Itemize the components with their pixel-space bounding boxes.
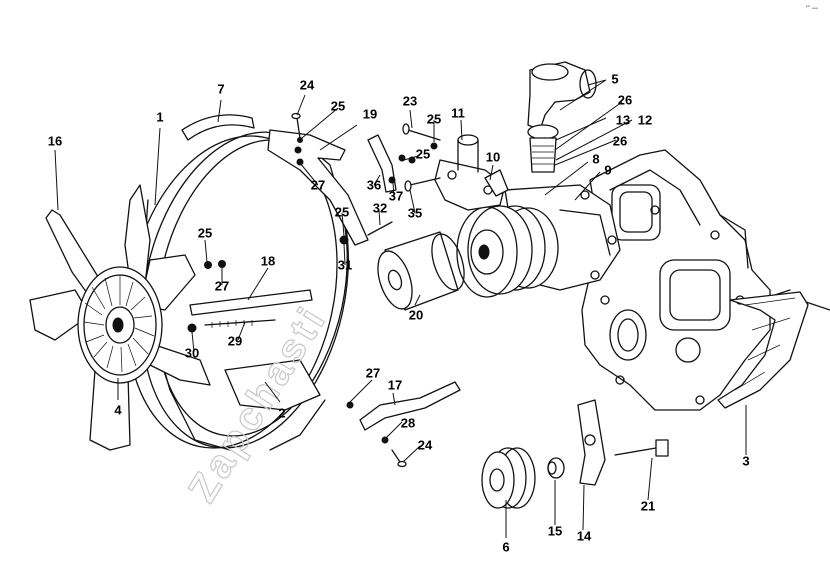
- callout-31: 31: [338, 257, 352, 272]
- callout-19: 19: [363, 106, 377, 121]
- stud-32: [367, 221, 393, 236]
- callout-21: 21: [641, 498, 655, 513]
- crankshaft-pulley: [481, 447, 536, 509]
- fan-spacer-hub: [377, 231, 465, 311]
- bolt-23: [402, 123, 441, 150]
- callout-30: 30: [185, 345, 199, 360]
- callout-25-d: 25: [335, 204, 349, 219]
- shroud-bottom-bracket: [224, 359, 321, 411]
- callout-15: 15: [548, 523, 562, 538]
- callout-24-top: 24: [300, 77, 315, 92]
- callout-25-c: 25: [416, 146, 430, 161]
- callout-26-a: 26: [618, 92, 632, 107]
- support-bracket-19: [267, 129, 369, 246]
- callout-37: 37: [389, 188, 403, 203]
- washers-25-27-left: [204, 260, 226, 269]
- stud-29: [204, 319, 276, 328]
- callout-17: 17: [388, 377, 402, 392]
- callout-25-a: 25: [331, 98, 345, 113]
- strut-18: [189, 289, 313, 316]
- callout-25-e: 25: [198, 225, 212, 240]
- callout-labels: 1 2 3 4 5 6 7 8 9 10 11 12 13 14 15 16 1…: [48, 71, 750, 554]
- thermostat-elbow: [527, 61, 597, 173]
- callout-18: 18: [261, 253, 275, 268]
- callout-16: 16: [48, 133, 62, 148]
- callout-12: 12: [638, 112, 652, 127]
- bolt-24-top: [291, 112, 303, 143]
- cooling-fan: [29, 184, 211, 451]
- callout-28: 28: [401, 415, 415, 430]
- callout-32: 32: [373, 200, 387, 215]
- callout-26-b: 26: [613, 133, 627, 148]
- watermark: Zapchasti: [180, 298, 335, 510]
- callout-8: 8: [592, 151, 599, 166]
- nut-30: [187, 323, 197, 333]
- spacer-15: [547, 457, 565, 479]
- callout-25-b: 25: [427, 111, 441, 126]
- callout-13: 13: [616, 112, 630, 127]
- bolt-35-37: [388, 154, 441, 192]
- shroud-top-segment: [181, 114, 255, 141]
- callout-20: 20: [409, 307, 423, 322]
- corner-note: ᵖᵇ ₐₐₐ: [806, 5, 818, 11]
- leader-lines: [54, 79, 747, 538]
- callout-14: 14: [577, 528, 592, 543]
- callout-5: 5: [611, 71, 618, 86]
- callout-36: 36: [367, 177, 381, 192]
- timing-cover-housing: [581, 149, 830, 411]
- callout-27-b: 27: [215, 278, 229, 293]
- bolt-21: [614, 439, 669, 457]
- callout-27-c: 27: [366, 365, 380, 380]
- callout-1: 1: [156, 109, 163, 124]
- callout-6: 6: [502, 539, 509, 554]
- callout-7: 7: [217, 81, 224, 96]
- bracket-17: [346, 381, 461, 468]
- bracket-14: [577, 399, 606, 486]
- callout-11: 11: [451, 105, 465, 120]
- water-pump-assembly: [456, 184, 621, 298]
- callout-35: 35: [408, 205, 422, 220]
- thermostat-housing: [434, 134, 509, 211]
- callout-29: 29: [228, 333, 242, 348]
- callout-27-a: 27: [311, 177, 325, 192]
- guard-plate: [717, 291, 809, 409]
- callout-10: 10: [486, 149, 500, 164]
- callout-3: 3: [742, 453, 749, 468]
- callout-9: 9: [604, 162, 611, 177]
- callout-24-bottom: 24: [418, 437, 433, 452]
- callout-4: 4: [114, 402, 122, 417]
- nut-31: [339, 235, 349, 245]
- callout-2: 2: [278, 405, 285, 420]
- bypass-hose: [367, 134, 397, 193]
- callout-23: 23: [403, 93, 417, 108]
